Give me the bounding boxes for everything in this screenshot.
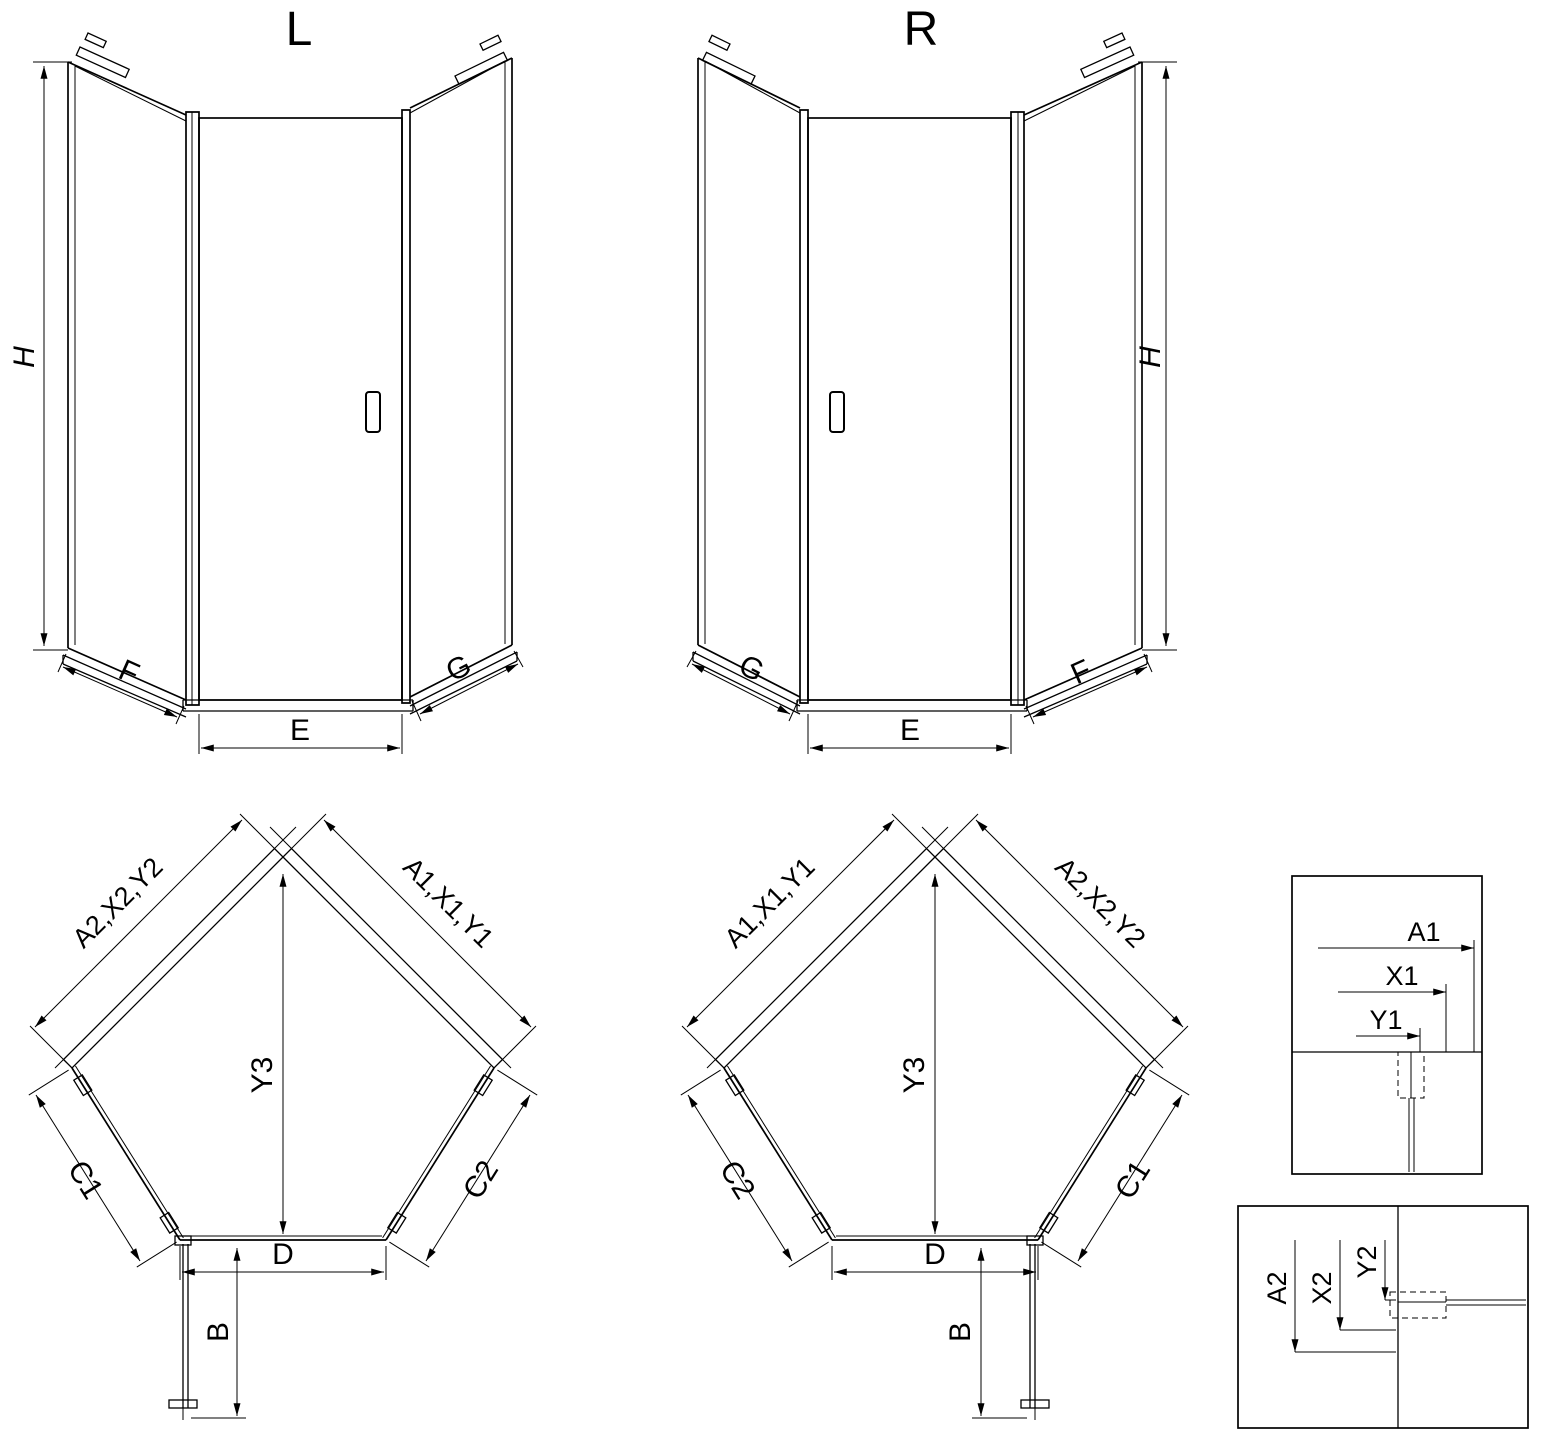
plan-left-wall-left-label: A2,X2,Y2: [67, 852, 169, 954]
plan-left-depth-label: Y3: [246, 1057, 279, 1094]
dim-label-f-left: F: [114, 654, 144, 692]
elevation-right-title: R: [904, 3, 939, 56]
plan-left-wall-right-label: A1,X1,Y1: [397, 852, 499, 954]
plan-right-wall-left-label: A1,X1,Y1: [719, 852, 821, 954]
plan-right-depth-label: Y3: [898, 1057, 931, 1094]
dim-label-height-left: H: [8, 346, 41, 368]
plan-left-panel-left-label: C1: [61, 1155, 109, 1205]
dim-label-g-right: G: [733, 649, 769, 689]
plan-right-panel-left-label: C2: [713, 1155, 761, 1205]
detail-bottom-a2-label: A2: [1262, 1271, 1292, 1304]
elevation-right-drawing: [687, 33, 1177, 754]
elevation-left-title: L: [286, 3, 313, 56]
plan-right-door-width-label: D: [924, 1238, 946, 1271]
detail-top-a1-label: A1: [1407, 917, 1440, 947]
dim-label-e-right: E: [900, 714, 920, 747]
detail-top-drawing: [1291, 875, 1483, 1175]
dim-label-e-left: E: [290, 714, 310, 747]
detail-top-y1-label: Y1: [1369, 1005, 1402, 1035]
dim-label-f-right: F: [1066, 654, 1096, 692]
elevation-left-drawing: [33, 33, 523, 754]
detail-top-x1-label: X1: [1385, 961, 1418, 991]
dim-label-g-left: G: [441, 649, 477, 689]
plan-left-door-open-label: B: [202, 1322, 235, 1342]
plan-right-panel-right-label: C1: [1109, 1155, 1157, 1205]
plan-right-wall-right-label: A2,X2,Y2: [1049, 852, 1151, 954]
detail-bottom-x2-label: X2: [1307, 1271, 1337, 1304]
detail-bottom-drawing: [1237, 1205, 1529, 1429]
dim-label-height-right: H: [1134, 346, 1167, 368]
plan-left-door-width-label: D: [272, 1238, 294, 1271]
plan-right-door-open-label: B: [944, 1322, 977, 1342]
plan-left-panel-right-label: C2: [457, 1155, 505, 1205]
detail-bottom-y2-label: Y2: [1352, 1245, 1382, 1278]
